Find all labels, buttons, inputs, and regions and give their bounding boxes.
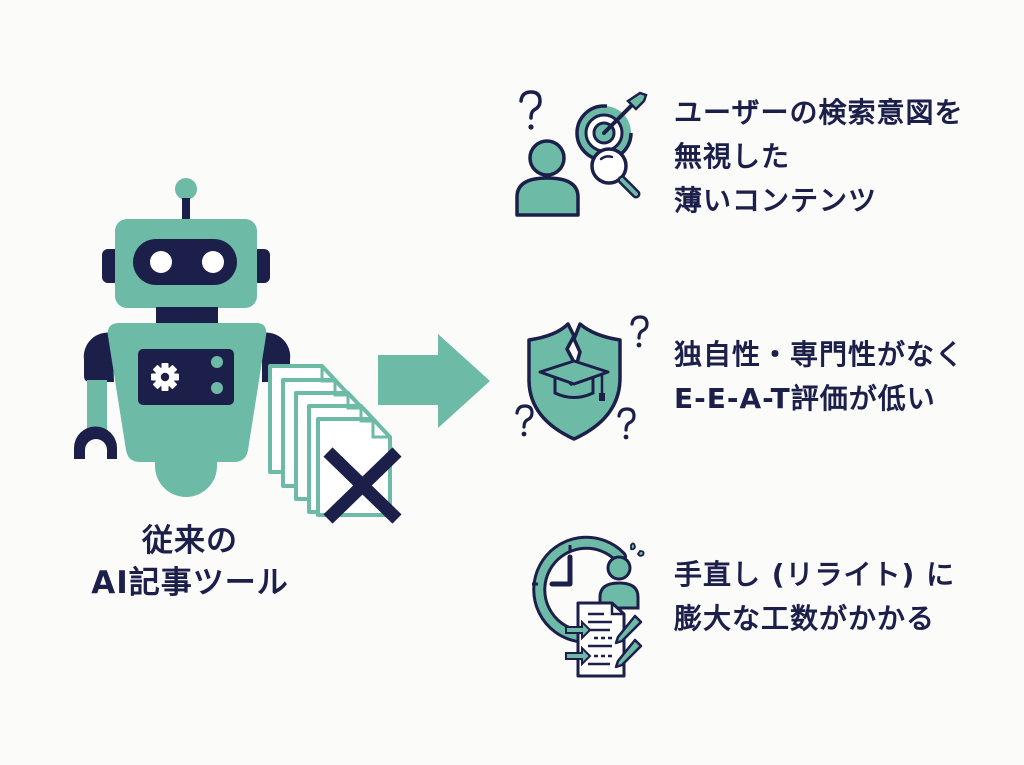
robot-antenna-stem: [182, 198, 190, 220]
problem-1-line-3: 薄いコンテンツ: [674, 184, 878, 217]
robot-label: 従来の AI記事ツール: [60, 520, 320, 604]
robot-base: [155, 458, 217, 497]
robot-panel-dot-bottom: [211, 382, 223, 394]
robot-claw-left: [74, 426, 117, 459]
problem-1-line-1: ユーザーの検索意図を: [674, 96, 964, 129]
robot-label-line-2: AI記事ツール: [91, 565, 289, 601]
problem-2-line-2: E-E-A-T評価が低い: [674, 382, 936, 415]
x-mark-icon: [323, 447, 402, 524]
problem-2-line-1: 独自性・専門性がなく: [674, 338, 965, 371]
robot-eye-left: [150, 251, 172, 273]
robot-arm-left: [87, 380, 107, 432]
problem-3-line-1: 手直し (リライト) に: [674, 558, 956, 591]
robot-antenna-ball: [175, 178, 197, 200]
robot-eye-right: [202, 251, 224, 273]
problem-3-line-2: 膨大な工数がかかる: [674, 602, 936, 635]
robot-shoulder-left: [83, 332, 114, 382]
robot-label-line-1: 従来の: [142, 523, 238, 559]
problem-1-line-2: 無視した: [674, 140, 791, 173]
robot-neck: [156, 307, 218, 325]
problem-3-text: 手直し (リライト) に 膨大な工数がかかる: [674, 553, 955, 641]
gear-icon: [151, 363, 179, 391]
problem-2-text: 独自性・専門性がなく E-E-A-T評価が低い: [674, 333, 964, 421]
robot-panel-dot-top: [211, 356, 223, 368]
robot-visor: [133, 239, 237, 285]
robot-chest-panel: [138, 349, 234, 405]
problem-1-text: ユーザーの検索意図を 無視した 薄いコンテンツ: [674, 91, 963, 223]
